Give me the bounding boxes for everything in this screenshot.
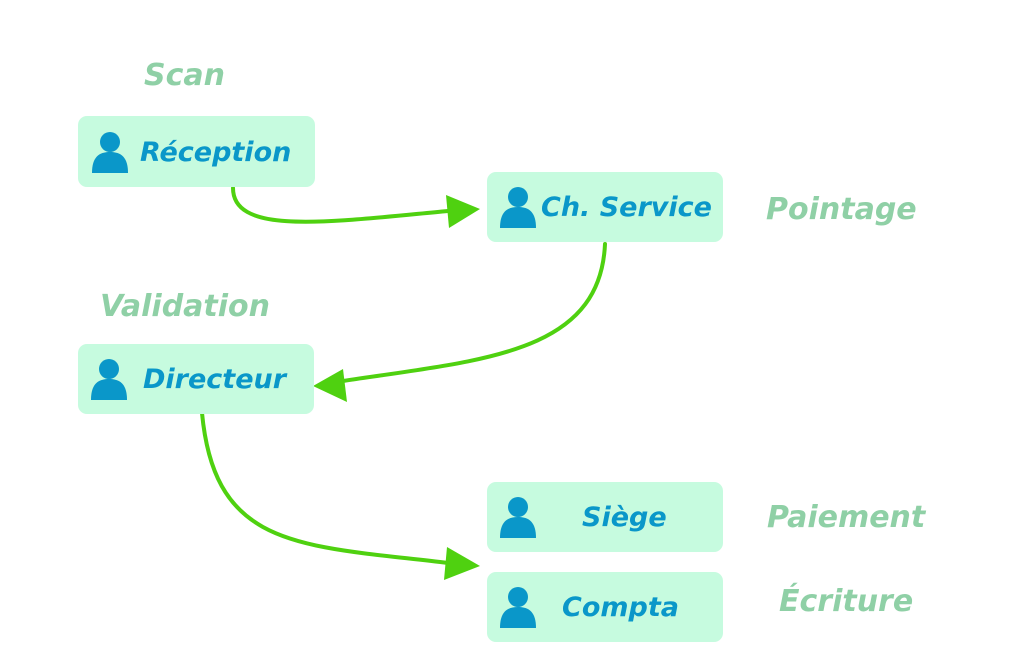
node-reception: Réception [78, 116, 315, 187]
person-icon [91, 359, 127, 400]
node-label-reception: Réception [140, 137, 292, 168]
person-icon [500, 497, 536, 538]
arrow-chef-service-to-directeur [313, 242, 607, 402]
person-icon [92, 132, 128, 173]
node-label-siege: Siège [582, 502, 667, 533]
step-label-pointage: Pointage [766, 192, 917, 227]
node-label-compta: Compta [562, 592, 679, 623]
node-chef-service: Ch. Service [487, 172, 723, 242]
node-directeur: Directeur [78, 344, 314, 414]
person-icon [500, 587, 536, 628]
step-label-validation: Validation [100, 289, 271, 324]
step-label-scan: Scan [144, 58, 225, 93]
arrow-directeur-to-siege [200, 411, 480, 580]
step-label-paiement: Paiement [767, 500, 926, 535]
node-label-chef-service: Ch. Service [541, 192, 712, 223]
node-compta: Compta [487, 572, 723, 642]
step-label-ecriture: Écriture [779, 584, 914, 619]
arrow-reception-to-chef-service [231, 186, 480, 228]
node-label-directeur: Directeur [143, 364, 287, 395]
person-icon [500, 187, 536, 228]
node-siege: Siège [487, 482, 723, 552]
